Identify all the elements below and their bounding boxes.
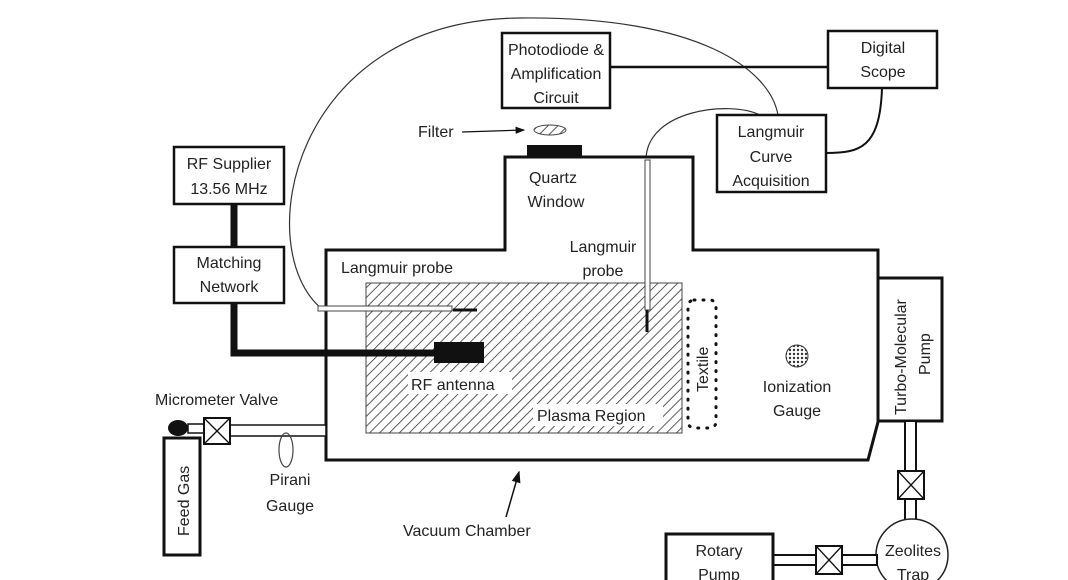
rf-cable-2: [230, 303, 436, 357]
rf-antenna: [434, 342, 484, 363]
langmuir-curve-box: [715, 113, 828, 194]
probe-wire-top: [645, 108, 761, 161]
scope-langmuir-wire: [825, 87, 883, 154]
langmuir-curve-label-2: Curve: [750, 149, 793, 166]
rotary-pump-label-2: Pump: [698, 567, 740, 580]
pirani-gauge-icon: [278, 432, 294, 468]
matching-network-box: [172, 245, 286, 305]
pirani-gauge-label-2: Gauge: [266, 498, 314, 515]
filter-label: Filter: [418, 124, 454, 141]
valve-icon-turbo: [897, 470, 925, 500]
langmuir-probe-top-label-1: Langmuir: [570, 239, 637, 256]
ionization-gauge-label-1: Ionization: [763, 379, 832, 396]
digital-scope-box: [826, 29, 939, 90]
photodiode-label-2: Amplification: [511, 66, 602, 83]
photodiode-label-1: Photodiode &: [508, 42, 604, 59]
langmuir-curve-label-3: Acquisition: [732, 173, 809, 190]
digital-scope-label-1: Digital: [861, 40, 905, 57]
digital-scope-label-2: Scope: [860, 64, 905, 81]
zeolites-trap-label-2: Trap: [897, 567, 929, 580]
probe-wire-left: [288, 17, 779, 310]
vacuum-chamber-arrow: [505, 470, 521, 518]
textile-label: Textile: [695, 347, 712, 392]
langmuir-probe-top: [644, 159, 651, 311]
plasma-region-label: Plasma Region: [537, 408, 646, 425]
turbo-pump-label-2: Pump: [917, 333, 934, 375]
gas-pipe: [229, 424, 327, 437]
photodiode-label-3: Circuit: [533, 90, 579, 107]
pirani-gauge-label-1: Pirani: [270, 472, 311, 489]
regulator-knob: [168, 420, 188, 436]
valve-icon-rotary: [815, 545, 843, 575]
filter-icon: [533, 124, 567, 136]
turbo-pump-label-1: Turbo-Molecular: [893, 298, 910, 415]
zeolites-trap-label-1: Zeolites: [885, 543, 941, 560]
feed-gas-cylinder: [162, 436, 202, 557]
plasma-region-label-bg: [533, 404, 663, 426]
filter-arrow: [461, 126, 526, 134]
quartz-window-label-1: Quartz: [529, 170, 577, 187]
langmuir-probe-top-label-2: probe: [583, 263, 624, 280]
feed-gas-label: Feed Gas: [176, 466, 193, 536]
matching-network-label-2: Network: [200, 279, 260, 296]
langmuir-curve-label-1: Langmuir: [738, 124, 805, 141]
ionization-gauge-label-2: Gauge: [773, 403, 821, 420]
rf-supplier-label-2: 13.56 MHz: [190, 181, 267, 198]
rf-supplier-box: [172, 145, 286, 206]
micrometer-valve-icon: [203, 417, 231, 445]
rf-supplier-label-1: RF Supplier: [187, 156, 272, 173]
textile-outline: [686, 298, 718, 430]
vacuum-chamber-label: Vacuum Chamber: [403, 523, 531, 540]
langmuir-probe-left: [317, 305, 453, 312]
quartz-window-label-2: Window: [528, 194, 585, 211]
photodiode-box: [500, 31, 612, 110]
micrometer-valve-label: Micrometer Valve: [155, 392, 278, 409]
rotary-pump-label-1: Rotary: [695, 543, 742, 560]
regulator-stem: [187, 423, 205, 434]
ionization-gauge-icon: [785, 344, 809, 368]
matching-network-label-1: Matching: [197, 255, 262, 272]
rf-antenna-label-bg: [408, 372, 512, 394]
langmuir-probe-left-label: Langmuir probe: [341, 260, 453, 277]
turbo-pump-box: [876, 276, 944, 423]
rf-antenna-label: RF antenna: [411, 377, 495, 394]
rotary-pump-box: [664, 532, 775, 580]
quartz-window: [527, 145, 582, 157]
